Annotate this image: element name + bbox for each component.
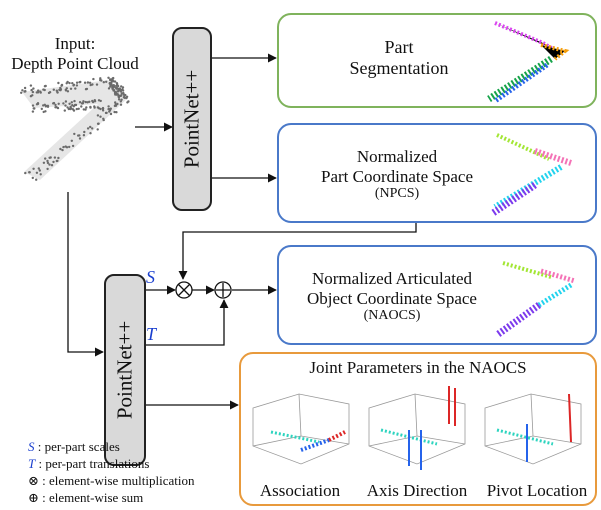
npcs-line2: Part Coordinate Space (320, 166, 473, 186)
legend-item-scales: S : per-part scales (28, 439, 120, 454)
input-label: Input: Depth Point Cloud (0, 34, 150, 73)
joint-parameters-box: Joint Parameters in the NAOCS Associatio… (239, 352, 597, 506)
part-segmentation-box: Part Segmentation (277, 13, 597, 108)
pointnet-top-block: PointNet++ (172, 27, 212, 211)
npcs-line3: (NPCS) (374, 186, 420, 202)
input-label-line1: Input: (54, 34, 96, 53)
axis-direction-label: Axis Direction (366, 481, 468, 500)
legend: S : per-part scales T : per-part transla… (28, 438, 195, 506)
naocs-box: Normalized Articulated Object Coordinate… (277, 245, 597, 345)
naocs-cloud-image (494, 261, 576, 338)
naocs-line3: (NAOCS) (363, 308, 421, 324)
input-point-cloud (22, 80, 128, 180)
association-view (252, 393, 350, 465)
association-label: Association (259, 481, 341, 500)
axis-direction-view (368, 386, 466, 470)
joint-views (252, 386, 582, 470)
input-label-line2: Depth Point Cloud (11, 53, 139, 73)
npcs-line1: Normalized (356, 147, 438, 166)
scale-symbol: S (146, 267, 155, 287)
naocs-line1: Normalized Articulated (311, 269, 473, 288)
pointnet-bottom-label: PointNet++ (112, 320, 137, 420)
joint-parameters-title: Joint Parameters in the NAOCS (309, 358, 527, 377)
segmentation-cloud-image (487, 21, 570, 104)
legend-item-sum: ⊕ : element-wise sum (28, 490, 144, 505)
input-point-cloud-dots (20, 76, 130, 181)
pivot-location-label: Pivot Location (486, 481, 588, 500)
npcs-cloud-image (491, 133, 572, 216)
translation-symbol: T (146, 324, 157, 344)
npcs-box: Normalized Part Coordinate Space (NPCS) (277, 123, 597, 223)
pointnet-top-label: PointNet++ (179, 69, 204, 169)
pointnet-bottom-block: PointNet++ (104, 274, 146, 466)
part-segmentation-line2: Segmentation (349, 57, 449, 78)
legend-item-multiplication: ⊗ : element-wise multiplication (28, 473, 195, 488)
pivot-location-view (484, 393, 582, 465)
legend-item-translations: T : per-part translations (28, 456, 150, 471)
naocs-line2: Object Coordinate Space (307, 288, 477, 308)
part-segmentation-line1: Part (384, 37, 414, 57)
